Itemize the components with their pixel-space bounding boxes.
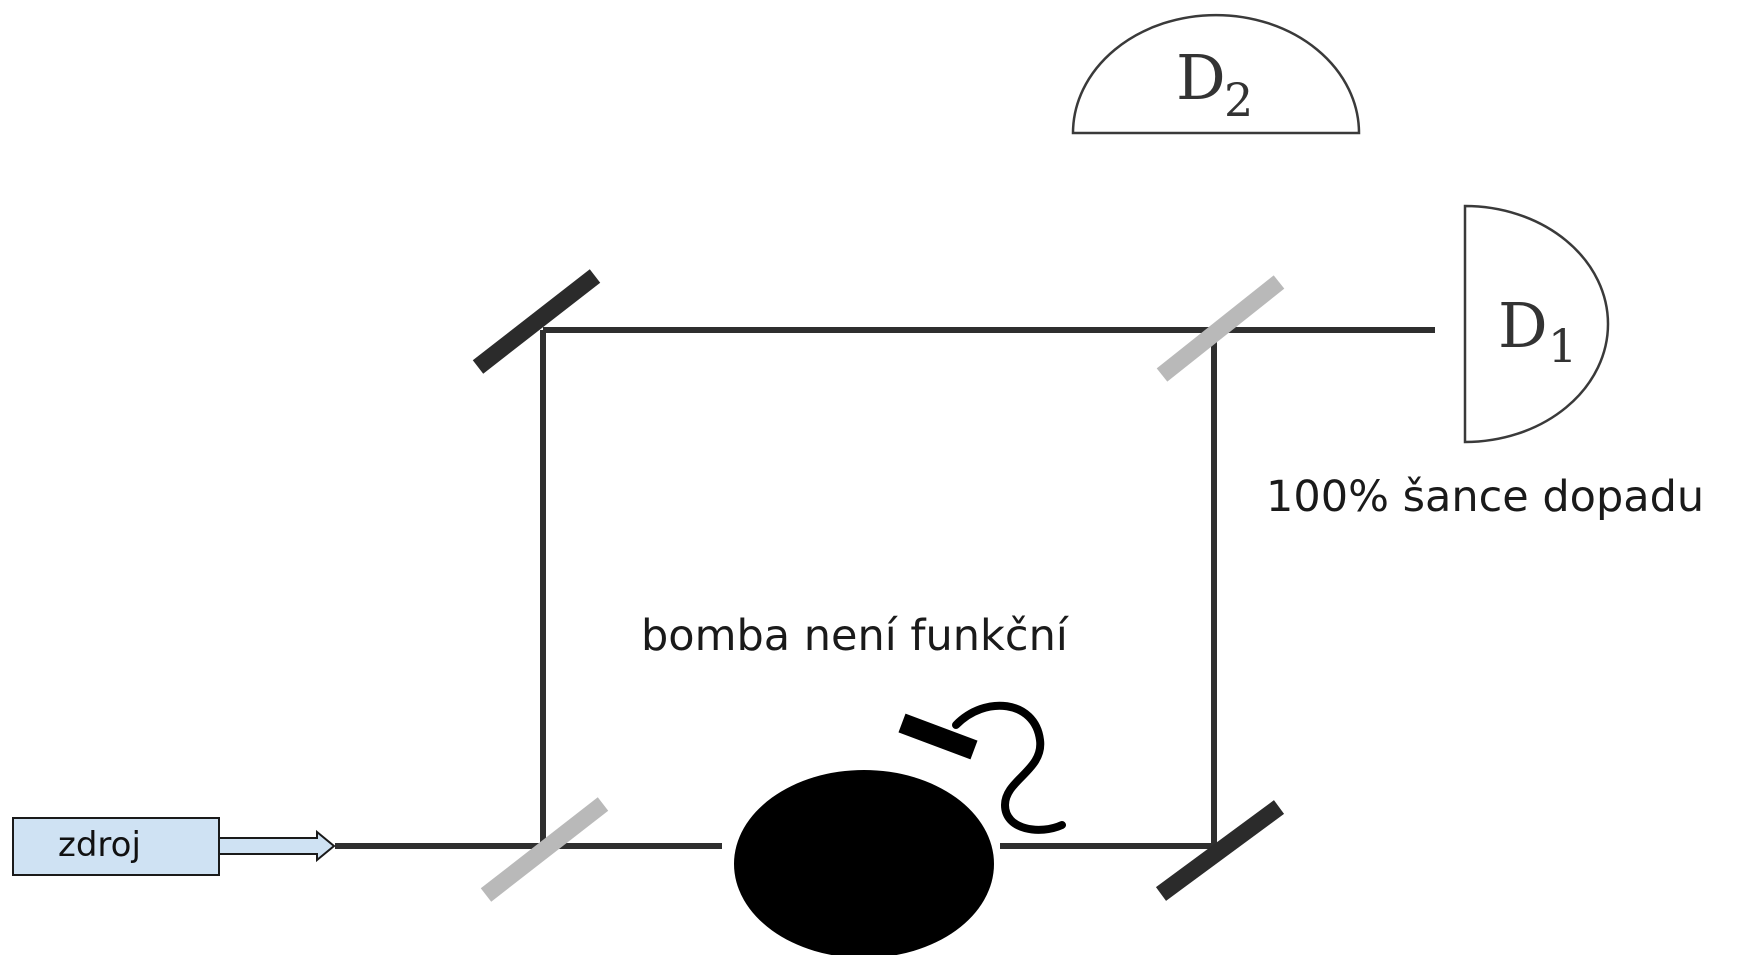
optical-elements <box>472 269 1285 902</box>
d1-probability-label: 100% šance dopadu <box>1266 472 1704 522</box>
detector-d1: D 1 <box>1463 204 1610 444</box>
source: zdroj <box>12 817 336 876</box>
bomb <box>734 701 1066 955</box>
detector-d2-dome <box>1071 13 1361 135</box>
detector-d1-letter: D <box>1498 289 1548 362</box>
beam-paths <box>335 327 1435 849</box>
mirror-bottom-right <box>1155 800 1285 901</box>
beam-splitter-bottom-left <box>480 797 609 902</box>
detector-d2: D 2 <box>1071 13 1361 135</box>
detector-d2-letter: D <box>1176 41 1226 114</box>
beam-splitter-top-right <box>1156 275 1285 382</box>
source-box <box>12 817 220 876</box>
bomb-status-label: bomba není funkční <box>641 611 1070 661</box>
source-label: zdroj <box>58 825 141 865</box>
detector-d1-subscript: 1 <box>1548 319 1577 373</box>
detector-d2-subscript: 2 <box>1224 73 1253 127</box>
mirror-top-left <box>472 269 601 374</box>
source-arrow <box>218 829 336 863</box>
bomb-body <box>734 770 994 955</box>
bomb-fuse <box>952 701 1066 834</box>
bomb-cap <box>898 713 978 760</box>
detector-d1-dome <box>1463 204 1610 444</box>
